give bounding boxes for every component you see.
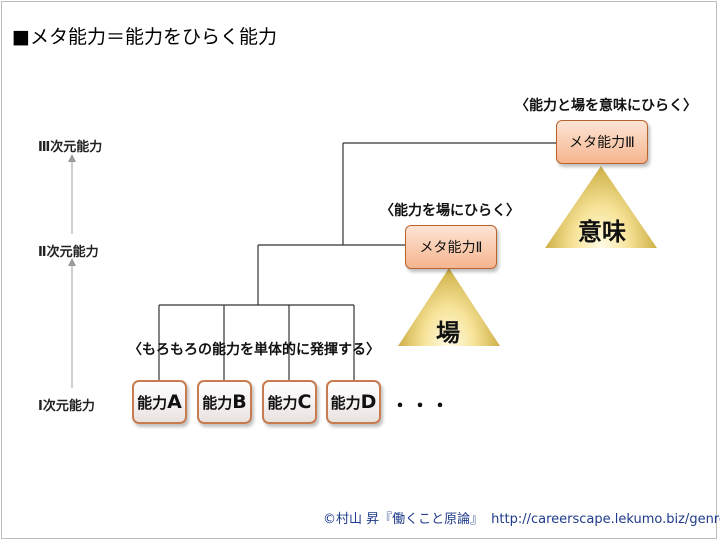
- slide-title: ■メタ能力＝能力をひらく能力: [12, 26, 277, 48]
- ability-letter: B: [232, 391, 247, 413]
- meta-ability-3-box: メタ能力Ⅲ: [556, 120, 648, 164]
- caption-top: 〈能力と場を意味にひらく〉: [515, 98, 697, 114]
- ability-prefix: 能力: [330, 393, 361, 412]
- caption-bottom: 〈もろもろの能力を単体的に発揮する〉: [128, 342, 380, 358]
- ability-letter: D: [360, 391, 377, 413]
- level-3-label: Ⅲ次元能力: [38, 140, 103, 155]
- ability-prefix: 能力: [267, 393, 298, 412]
- caption-middle: 〈能力を場にひらく〉: [380, 203, 520, 219]
- ability-letter: C: [297, 391, 312, 413]
- meta-ability-2-box: メタ能力Ⅱ: [405, 225, 497, 269]
- ba-label: 場: [436, 319, 460, 347]
- ability-letter: A: [167, 391, 182, 413]
- ability-prefix: 能力: [202, 393, 233, 412]
- imi-label: 意味: [578, 218, 626, 246]
- ellipsis: ・・・: [391, 396, 451, 417]
- footer-url[interactable]: http://careerscape.lekumo.biz/genron/: [491, 512, 720, 527]
- ability-prefix: 能力: [137, 393, 168, 412]
- level-2-label: Ⅱ次元能力: [38, 245, 99, 260]
- level-1-label: Ⅰ次元能力: [38, 399, 95, 414]
- footer: ©村山 昇『働くこと原論』 http://careerscape.lekumo.b…: [323, 508, 720, 527]
- footer-credit: ©村山 昇『働くこと原論』: [323, 512, 484, 527]
